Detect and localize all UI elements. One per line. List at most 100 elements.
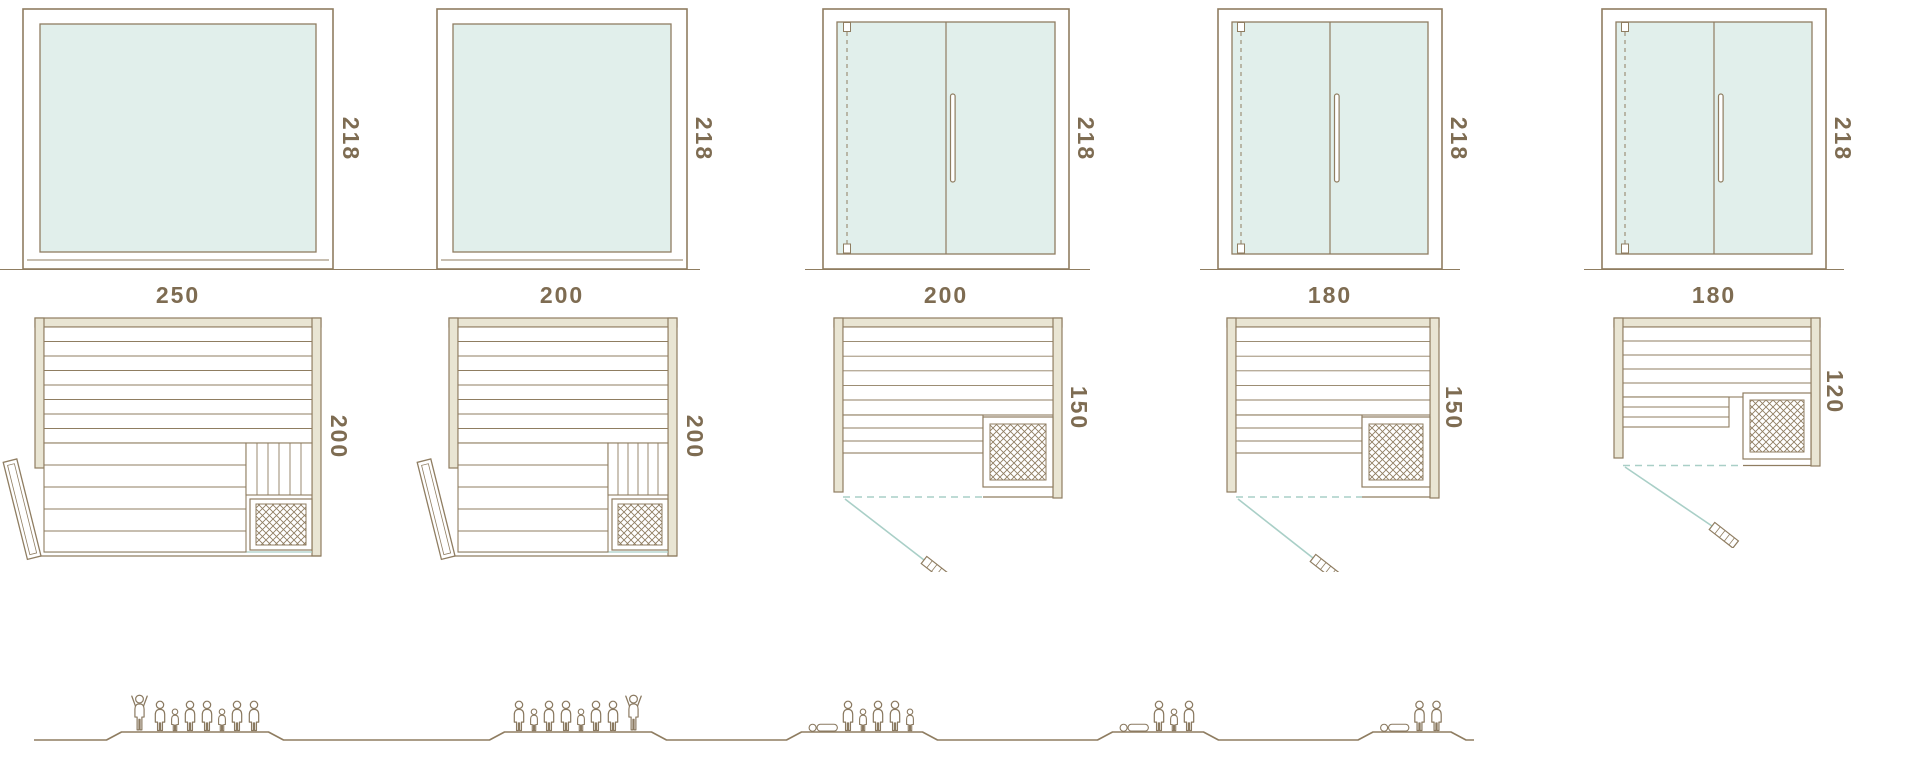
depth-dimension-model-2: 200: [682, 414, 708, 460]
person-arms-up-figure: [131, 694, 148, 731]
floor-plan-model-3: [833, 317, 1063, 572]
ground-line: [34, 731, 1474, 741]
hinge-bottom: [843, 243, 851, 254]
height-dimension-model-5: 218: [1830, 116, 1856, 162]
hinge-bottom: [1621, 243, 1629, 254]
width-dimension-model-5: 180: [1691, 282, 1737, 308]
door-swing-line: [844, 498, 925, 561]
wall-right: [1429, 317, 1440, 499]
bench-end-slats: [607, 442, 669, 496]
hinge-top: [1621, 22, 1629, 32]
upper-bench: [1622, 326, 1812, 398]
person-child-figure: [906, 708, 914, 732]
floor-line-elevation-5: [1584, 269, 1844, 270]
glass-panel: [452, 23, 672, 253]
floor-line-elevation-4: [1200, 269, 1460, 270]
width-dimension-model-3: 200: [923, 282, 969, 308]
person-adult-figure: [889, 700, 901, 732]
person-adult-figure: [154, 700, 166, 732]
wall-right: [1810, 317, 1821, 467]
door-leaf-open: [1309, 553, 1341, 572]
bench-end-slats: [245, 442, 313, 496]
height-dimension-model-3: 218: [1073, 116, 1099, 162]
door-leaf-open: [2, 458, 42, 561]
person-adult-figure: [248, 700, 260, 732]
depth-dimension-model-4: 150: [1441, 385, 1467, 431]
person-adult-figure: [607, 700, 619, 732]
front-elevation-model-3: [822, 8, 1070, 270]
front-elevation-model-5: [1601, 8, 1827, 270]
floor-plan-model-1: [2, 317, 322, 561]
wall-right: [667, 317, 678, 557]
door-leaf-open: [1708, 521, 1740, 548]
person-child-figure: [577, 708, 585, 732]
lower-bench: [43, 442, 247, 553]
floor-line-elevations-1-2: [0, 269, 700, 270]
person-adult-figure: [201, 700, 213, 732]
door-swing-line: [1237, 498, 1314, 559]
hinge-top: [1237, 22, 1245, 32]
person-adult-figure: [1431, 700, 1442, 732]
floor-line-elevation-3: [805, 269, 1090, 270]
person-child-figure: [530, 708, 538, 732]
floor-plan-model-2: [416, 317, 678, 561]
person-adult-figure: [1183, 700, 1195, 732]
upper-bench: [1235, 326, 1431, 416]
lower-bench: [457, 442, 609, 553]
person-adult-figure: [1153, 700, 1165, 732]
wall-back: [833, 317, 1063, 328]
heater: [249, 498, 313, 551]
person-adult-figure: [1414, 700, 1425, 732]
hinge-top: [843, 22, 851, 32]
wall-back: [1613, 317, 1821, 328]
door-leaf-open: [920, 555, 952, 572]
person-adult-figure: [872, 700, 884, 732]
height-dimension-model-1: 218: [338, 116, 364, 162]
person-adult-figure: [231, 700, 243, 732]
wall-back: [1226, 317, 1440, 328]
person-adult-figure: [543, 700, 555, 732]
capacity-ground-illustration: [34, 694, 1474, 741]
door-handle: [1333, 93, 1340, 183]
door-leaf-open: [416, 458, 456, 561]
person-adult-figure: [513, 700, 525, 732]
glass-panel: [39, 23, 317, 253]
person-child-figure: [171, 708, 179, 732]
heater: [611, 498, 669, 551]
heater: [1742, 392, 1812, 460]
floor-plan-model-4: [1226, 317, 1440, 572]
wall-back: [448, 317, 678, 328]
person-arms-up-figure: [625, 694, 642, 731]
floor-plan-model-5: [1613, 317, 1821, 548]
width-dimension-model-1: 250: [155, 282, 201, 308]
hinge-bottom: [1237, 243, 1245, 254]
door-swing-line: [1624, 466, 1713, 527]
lower-bench: [1235, 414, 1363, 454]
upper-bench: [457, 326, 669, 444]
width-dimension-model-4: 180: [1307, 282, 1353, 308]
wall-left: [833, 317, 844, 493]
heater: [982, 416, 1054, 488]
person-lying-figure: [1119, 723, 1149, 732]
depth-dimension-model-3: 150: [1066, 385, 1092, 431]
person-adult-figure: [842, 700, 854, 732]
door-handle: [1717, 93, 1724, 183]
person-adult-figure: [590, 700, 602, 732]
person-child-figure: [218, 708, 226, 732]
lower-bench: [842, 414, 984, 454]
height-dimension-model-4: 218: [1446, 116, 1472, 162]
upper-bench: [842, 326, 1054, 416]
lower-bench: [1622, 396, 1730, 428]
wall-back: [34, 317, 322, 328]
front-elevation-model-4: [1217, 8, 1443, 270]
depth-dimension-model-5: 120: [1822, 369, 1848, 415]
front-elevation-model-2: [436, 8, 688, 270]
front-elevation-model-1: [22, 8, 334, 270]
width-dimension-model-2: 200: [539, 282, 585, 308]
wall-left: [1226, 317, 1237, 493]
person-lying-figure: [1380, 723, 1410, 732]
wall-right: [311, 317, 322, 557]
depth-dimension-model-1: 200: [326, 414, 352, 460]
wall-left: [448, 317, 459, 469]
